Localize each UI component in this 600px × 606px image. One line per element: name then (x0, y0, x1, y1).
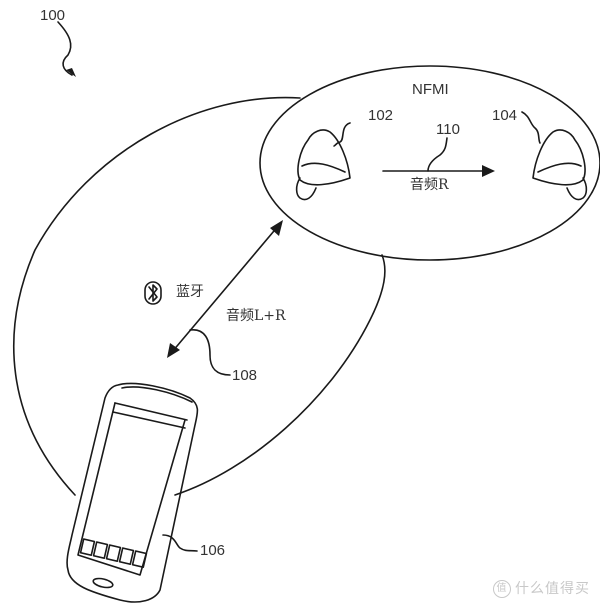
arrowhead-down (167, 343, 180, 358)
bluetooth-icon (144, 281, 162, 305)
bluetooth-audio-label: 音频L+R (226, 308, 286, 324)
nfmi-zone-outline (259, 65, 600, 261)
earbud-right-icon (521, 111, 588, 201)
smartphone-icon (66, 382, 199, 603)
ref-104-label: 104 (492, 107, 518, 124)
bluetooth-audio-arrow (171, 224, 280, 353)
nfmi-audio-label: 音频R (410, 177, 449, 193)
nfmi-title: NFMI (412, 81, 449, 98)
ref-106-label: 106 (200, 542, 226, 559)
earbud-left-icon (295, 122, 351, 201)
bluetooth-zone-outline (13, 96, 386, 496)
watermark: 值什么值得买 (493, 578, 590, 598)
arrowhead-100 (66, 68, 76, 77)
watermark-badge: 值 (493, 580, 511, 598)
ref-100-label: 100 (40, 7, 66, 24)
watermark-text: 什么值得买 (515, 581, 590, 597)
ref-100-leader (57, 21, 73, 76)
ref-108-label: 108 (232, 367, 258, 384)
arrowhead-up (270, 220, 283, 236)
ref-110-label: 110 (436, 121, 460, 138)
arrowhead-right (482, 165, 495, 177)
ref-102-label: 102 (368, 107, 394, 124)
bluetooth-label: 蓝牙 (176, 284, 204, 300)
